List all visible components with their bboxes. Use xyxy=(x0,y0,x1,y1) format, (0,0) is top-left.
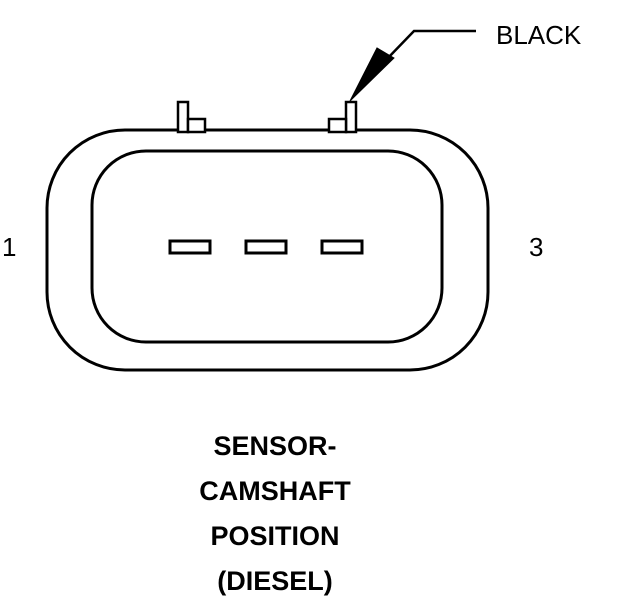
connector-caption: SENSOR- CAMSHAFT POSITION (DIESEL) xyxy=(160,424,390,604)
wire-color-leader-line xyxy=(385,29,476,61)
caption-line-1: SENSOR- xyxy=(213,431,337,461)
pin-1-label: 1 xyxy=(2,232,17,262)
terminal-slot-1 xyxy=(168,239,212,255)
caption-line-3: POSITION xyxy=(210,521,340,551)
wire-color-label: BLACK xyxy=(496,20,582,50)
wire-color-arrowhead xyxy=(349,47,395,102)
locking-tab-left xyxy=(176,100,207,134)
caption-line-2: CAMSHAFT xyxy=(199,476,351,506)
pin-3-label: 3 xyxy=(529,232,544,262)
terminal-group xyxy=(168,239,364,255)
terminal-slot-3 xyxy=(320,239,364,255)
terminal-slot-2 xyxy=(244,239,288,255)
locking-tab-right xyxy=(327,100,358,134)
caption-line-4: (DIESEL) xyxy=(217,566,333,596)
